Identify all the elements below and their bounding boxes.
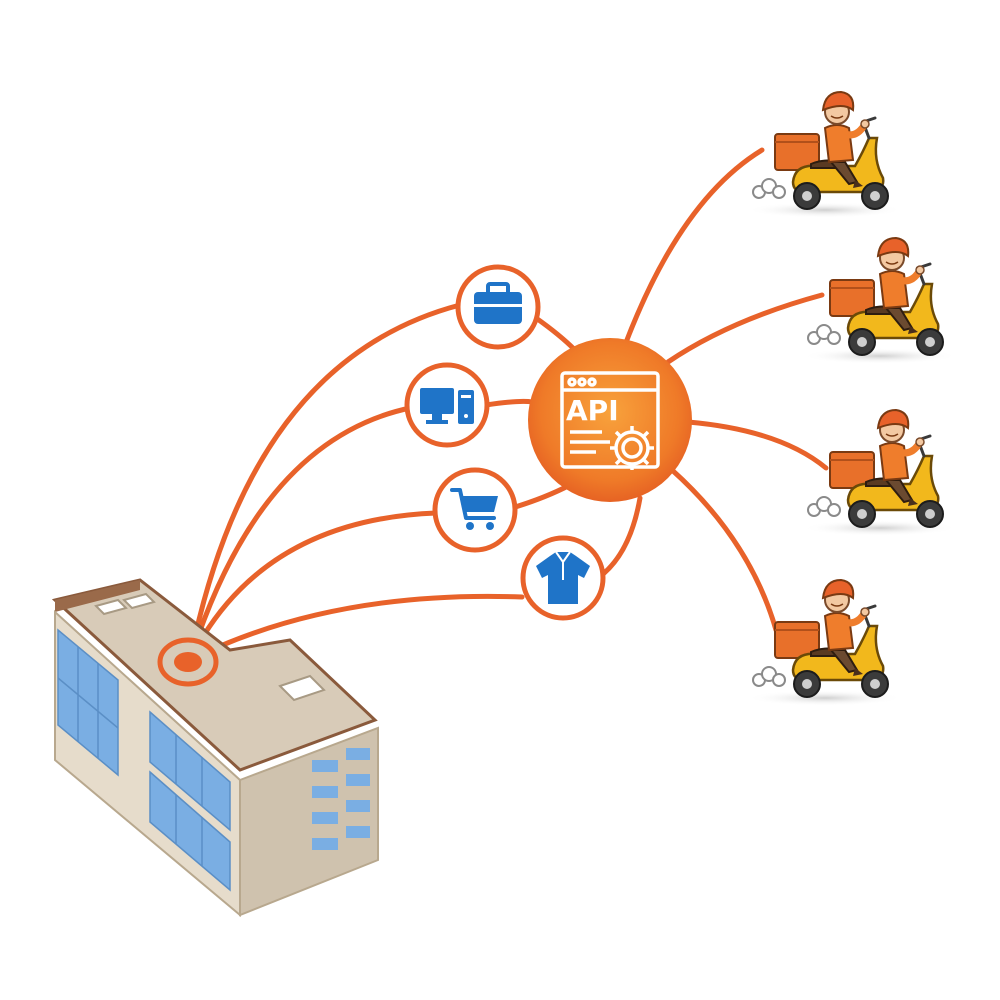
api-label: API xyxy=(566,394,619,427)
category-business xyxy=(455,264,541,350)
delivery-scooter-icon xyxy=(802,238,958,364)
connector-building-briefcase xyxy=(187,302,463,663)
connector-building-cart xyxy=(187,510,439,663)
connector-briefcase-hub xyxy=(533,315,578,353)
connector-hub-courier-4 xyxy=(669,467,779,633)
courier-group xyxy=(747,92,958,706)
api-window-gear-icon xyxy=(560,371,660,470)
connector-lines xyxy=(187,147,829,663)
category-electronics xyxy=(404,362,490,448)
shirt-icon xyxy=(536,551,590,604)
delivery-scooter-icon xyxy=(747,92,903,218)
connector-building-computer xyxy=(187,405,413,663)
connector-computer-hub xyxy=(483,398,535,408)
connector-hub-courier-3 xyxy=(685,419,829,471)
connector-hub-courier-2 xyxy=(665,292,825,365)
connector-hub-courier-1 xyxy=(622,147,765,348)
category-shopping xyxy=(432,467,518,553)
connector-building-shirt xyxy=(187,593,525,663)
delivery-scooter-icon xyxy=(747,580,903,706)
category-apparel xyxy=(520,535,606,621)
office-building-icon xyxy=(51,578,379,918)
briefcase-icon xyxy=(474,282,522,324)
computer-icon xyxy=(420,388,474,424)
delivery-scooter-icon xyxy=(802,410,958,536)
connector-cart-hub xyxy=(509,482,573,511)
api-hub: API xyxy=(528,338,692,502)
connector-shirt-hub xyxy=(595,495,643,581)
shopping-cart-icon xyxy=(450,488,498,530)
